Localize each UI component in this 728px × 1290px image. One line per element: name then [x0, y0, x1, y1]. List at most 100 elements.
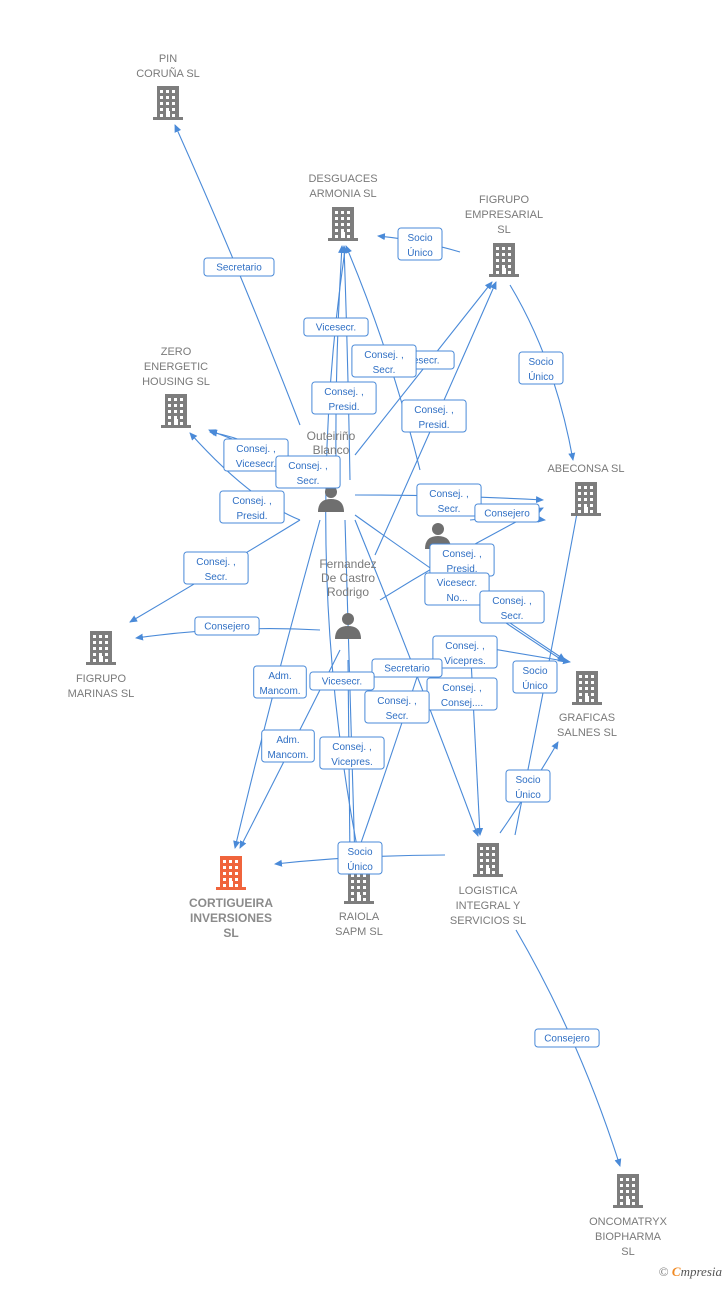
- edge-label-text: Vicesecr.: [236, 459, 276, 470]
- company-node-abeconsa[interactable]: ABECONSA SL: [547, 463, 625, 516]
- edge-label-text: Consej. ,: [429, 489, 468, 500]
- edge-label-text: Consej. ,: [364, 350, 403, 361]
- edge-label-text: Presid.: [418, 420, 449, 431]
- edge-label-text: Consej. ,: [414, 405, 453, 416]
- edge-label-text: Consej. ,: [492, 596, 531, 607]
- edge-label-text: Vicepres.: [331, 757, 373, 768]
- company-label: ABECONSA SL: [547, 463, 624, 475]
- edge-label-text: Adm.: [276, 735, 299, 746]
- edge-label-text: Consej. ,: [377, 696, 416, 707]
- relation-edge: [189, 432, 301, 521]
- edge-label-l14: Consej. ,Secr.: [183, 551, 249, 585]
- company-label: PIN: [159, 53, 177, 65]
- edge-label-text: Socio: [407, 233, 432, 244]
- building-icon: [572, 671, 602, 705]
- edge-label-text: Socio: [528, 357, 553, 368]
- company-label: SL: [621, 1246, 634, 1258]
- edge-label-text: Consej. ,: [332, 742, 371, 753]
- edges-layer: [129, 124, 622, 1167]
- edge-label-text: Consej. ,: [324, 387, 363, 398]
- edge-label-text: Secr.: [386, 711, 409, 722]
- edge-label-l26: Adm. Mancom.: [261, 729, 315, 763]
- person-icon: [335, 613, 361, 639]
- edge-label-l16: Vicesecr. No...: [424, 572, 490, 606]
- edge-label-text: Vicesecr.: [316, 323, 356, 334]
- company-label: ZERO: [161, 346, 192, 358]
- edge-label-text: Único: [407, 246, 433, 259]
- building-icon: [161, 394, 191, 428]
- edge-label-text: Consejero: [204, 622, 250, 633]
- edge-label-text: Secretario: [216, 263, 262, 274]
- person-label: Rodrigo: [327, 585, 369, 599]
- edge-label-text: Consej. ,: [442, 683, 481, 694]
- company-node-graficas[interactable]: GRAFICAS SALNES SL: [557, 671, 617, 739]
- company-node-oncomatryx[interactable]: ONCOMATRYX BIOPHARMA SL: [589, 1174, 668, 1258]
- edge-label-text: Consejero: [484, 509, 530, 520]
- building-icon: [613, 1174, 643, 1208]
- edge-label-text: Consej. ,: [232, 496, 271, 507]
- relation-edge: [325, 249, 363, 863]
- company-label: DESGUACES: [308, 173, 377, 185]
- edge-label-text: Secr.: [297, 476, 320, 487]
- edge-label-l19: Consej. ,Vicepres.: [432, 635, 498, 669]
- edge-label-l1: Secretario: [203, 257, 275, 277]
- company-label: INVERSIONES: [190, 911, 272, 925]
- company-label: INTEGRAL Y: [456, 900, 521, 912]
- person-label: Outeiriño: [307, 429, 356, 443]
- edge-labels-layer: SecretarioSocioÚnicoVicesecr....esecr.Co…: [183, 227, 600, 1048]
- building-icon: [473, 843, 503, 877]
- copyright-symbol: ©: [658, 1264, 669, 1279]
- company-label: GRAFICAS: [559, 712, 615, 724]
- company-label: FIGRUPO: [479, 194, 530, 206]
- relation-edge: [344, 519, 359, 863]
- brand-footer: © Cmpresia: [659, 1264, 722, 1280]
- building-icon: [153, 86, 183, 120]
- company-label: ONCOMATRYX: [589, 1216, 667, 1228]
- person-label: De Castro: [321, 571, 375, 585]
- edge-label-l22: Secretario: [371, 658, 443, 678]
- edge-label-l3: Vicesecr.: [303, 317, 369, 337]
- edge-label-l9: Consej. ,Vicesecr.: [223, 438, 289, 472]
- edge-label-text: Vicesecr.: [322, 677, 362, 688]
- edge-label-l21: Adm.Mancom.: [253, 665, 307, 699]
- company-label: HOUSING SL: [142, 376, 210, 388]
- company-label: SL: [223, 926, 238, 940]
- relation-edge: [354, 519, 479, 837]
- edge-label-text: Vicesecr.: [437, 578, 477, 589]
- company-label: BIOPHARMA: [595, 1231, 662, 1243]
- building-icon: [571, 482, 601, 516]
- edge-label-text: Secr.: [373, 365, 396, 376]
- relation-edge: [335, 245, 346, 471]
- company-label: CORTIGUEIRA: [189, 896, 273, 910]
- edge-label-l15: Consej. ,Presid.: [429, 543, 495, 577]
- relation-edge: [469, 639, 484, 836]
- company-label: MARINAS SL: [68, 688, 135, 700]
- company-label: EMPRESARIAL: [465, 209, 543, 221]
- company-label: SALNES SL: [557, 727, 617, 739]
- edge-label-text: Secr.: [438, 504, 461, 515]
- brand-logo-text: mpresia: [680, 1264, 722, 1279]
- person-label: Blanco: [313, 443, 350, 457]
- edge-label-l7: Consej. , Presid.: [401, 399, 467, 433]
- edge-label-text: Consej. ,: [442, 549, 481, 560]
- company-label: ARMONIA SL: [309, 188, 376, 200]
- edge-label-text: No...: [446, 593, 467, 604]
- company-node-desguaces[interactable]: DESGUACES ARMONIA SL: [308, 173, 378, 241]
- edge-label-text: Único: [515, 788, 541, 801]
- edge-label-l11: Consej. ,Presid.: [219, 490, 285, 524]
- edge-label-text: Mancom.: [267, 750, 308, 761]
- edge-label-text: Adm.: [268, 671, 291, 682]
- edge-label-text: Secretario: [384, 664, 430, 675]
